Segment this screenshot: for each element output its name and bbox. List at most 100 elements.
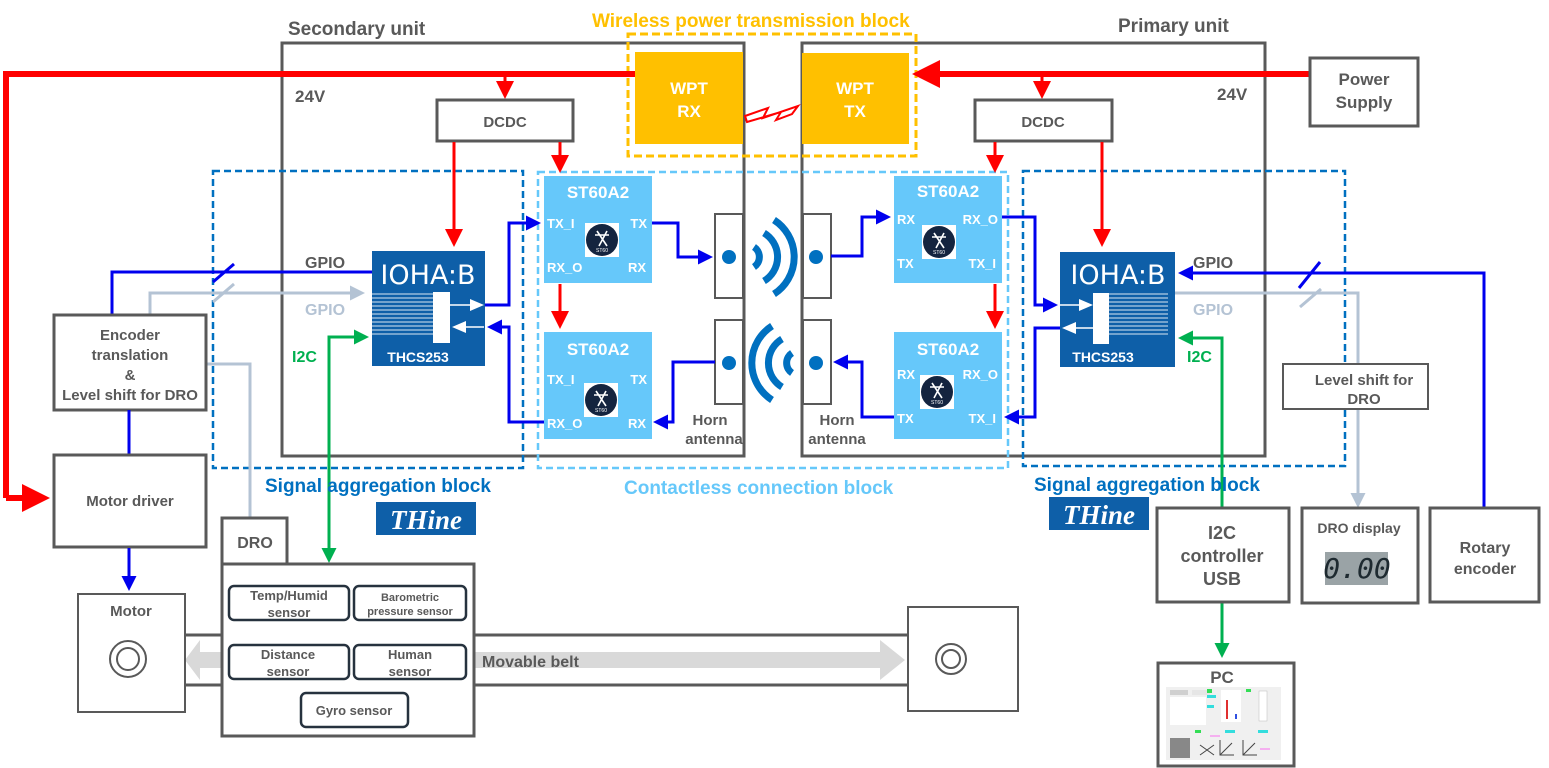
svg-text:Power: Power bbox=[1338, 70, 1389, 89]
svg-text:RX: RX bbox=[628, 260, 646, 275]
svg-text:sensor: sensor bbox=[389, 664, 432, 679]
i2c-label-right: I2C bbox=[1187, 349, 1212, 366]
svg-text:DRO: DRO bbox=[1347, 391, 1381, 408]
signal-ioha-to-st60-left bbox=[485, 215, 541, 307]
roller-left-icon bbox=[109, 640, 147, 678]
bus-slash-icon bbox=[1299, 287, 1322, 309]
gpio-line-left bbox=[110, 270, 372, 314]
barometric-pressure-sensor: Barometric pressure sensor bbox=[352, 584, 468, 622]
svg-text:Movable belt: Movable belt bbox=[482, 654, 580, 671]
svg-text:TX: TX bbox=[630, 372, 647, 387]
svg-text:Gyro sensor: Gyro sensor bbox=[316, 703, 393, 718]
st60-logo-icon bbox=[584, 222, 620, 258]
svg-text:THine: THine bbox=[390, 505, 462, 535]
idler-box bbox=[907, 606, 1019, 712]
motor-driver-box: Motor driver bbox=[52, 453, 208, 549]
dcdc-left-box: DCDC bbox=[435, 98, 575, 143]
distance-sensor: Distance sensor bbox=[227, 643, 351, 681]
svg-text:RX_O: RX_O bbox=[547, 416, 582, 431]
bus-slash-icon bbox=[212, 282, 235, 304]
dro-display-box: DRO display 0.00 bbox=[1300, 506, 1420, 605]
i2c-label-left: I2C bbox=[292, 349, 317, 366]
svg-text:ST60A2: ST60A2 bbox=[917, 340, 979, 359]
horn-antenna-right-bottom bbox=[802, 319, 832, 405]
signal-ioha-to-st60-right bbox=[1004, 326, 1060, 425]
i2c-controller-usb-box: I2C controller USB bbox=[1155, 506, 1291, 604]
gpio-label-left: GPIO bbox=[305, 255, 345, 272]
human-sensor: Human sensor bbox=[352, 643, 468, 681]
svg-text:&: & bbox=[125, 367, 136, 384]
st60-left-top: ST60A2 TX_I TX RX_O RX bbox=[544, 176, 652, 283]
svg-text:Level shift for DRO: Level shift for DRO bbox=[62, 387, 198, 404]
thine-logo-right: THine bbox=[1049, 497, 1149, 530]
svg-text:TX_I: TX_I bbox=[547, 372, 574, 387]
horn-antenna-right-top bbox=[802, 213, 832, 299]
svg-text:THine: THine bbox=[1063, 500, 1135, 530]
st60-left-bottom: ST60A2 TX_I TX RX_O RX bbox=[544, 332, 652, 439]
svg-text:controller: controller bbox=[1180, 546, 1263, 566]
svg-text:TX: TX bbox=[630, 216, 647, 231]
wpt-block-outline bbox=[626, 32, 918, 158]
svg-text:DCDC: DCDC bbox=[483, 114, 526, 131]
secondary-unit-title: Secondary unit bbox=[288, 19, 426, 40]
st60-logo-icon bbox=[919, 374, 955, 410]
svg-text:RX_O: RX_O bbox=[963, 367, 998, 382]
i2c-line-left bbox=[327, 329, 369, 560]
temp-humid-sensor: Temp/Humid sensor bbox=[227, 584, 351, 622]
signal-aggregation-label-right: Signal aggregation block bbox=[1034, 475, 1260, 496]
signal-st60-to-ioha-right bbox=[1002, 215, 1058, 313]
svg-text:IOHA:B: IOHA:B bbox=[380, 260, 475, 291]
st60-right-top: ST60A2 RX RX_O TX TX_I bbox=[894, 176, 1002, 283]
signal-aggregation-block-right bbox=[1021, 169, 1347, 468]
wpt-block-title: Wireless power transmission block bbox=[592, 11, 910, 32]
secondary-unit-enclosure bbox=[280, 41, 746, 458]
horn-antenna-label-left: Horn bbox=[693, 412, 728, 429]
svg-text:Barometric: Barometric bbox=[381, 592, 439, 604]
rotary-encoder-box: Rotary encoder bbox=[1428, 506, 1541, 604]
st60-logo-icon bbox=[921, 224, 957, 260]
ioha-b-right: IOHA:B THCS253 bbox=[1060, 252, 1175, 367]
svg-text:translation: translation bbox=[92, 347, 169, 364]
svg-text:DRO: DRO bbox=[237, 535, 273, 552]
signal-aggregation-block-left bbox=[211, 169, 525, 470]
svg-text:RX: RX bbox=[897, 212, 915, 227]
svg-text:THCS253: THCS253 bbox=[1072, 349, 1134, 365]
horn-antenna-label-right: Horn bbox=[820, 412, 855, 429]
thine-logo-left: THine bbox=[376, 502, 476, 535]
svg-text:RX_O: RX_O bbox=[963, 212, 998, 227]
contactless-connection-block bbox=[536, 170, 1010, 470]
svg-text:ST60A2: ST60A2 bbox=[567, 340, 629, 359]
pc-box: PC bbox=[1156, 661, 1296, 768]
st60-logo-icon bbox=[583, 382, 619, 418]
svg-text:PC: PC bbox=[1210, 668, 1234, 687]
svg-text:Rotary: Rotary bbox=[1460, 540, 1511, 557]
dro-readout: 0.00 bbox=[1323, 552, 1390, 585]
wireless-signal-left-icon bbox=[748, 323, 795, 403]
svg-text:sensor: sensor bbox=[268, 605, 311, 620]
gpio-label-right-light: GPIO bbox=[1193, 302, 1233, 319]
dcdc-right-box: DCDC bbox=[973, 98, 1114, 143]
svg-text:Motor driver: Motor driver bbox=[86, 493, 174, 510]
svg-text:TX: TX bbox=[844, 102, 866, 121]
wpt-tx-box: WPT TX bbox=[802, 53, 909, 144]
svg-text:TX: TX bbox=[897, 411, 914, 426]
svg-text:RX: RX bbox=[677, 102, 701, 121]
contactless-block-label: Contactless connection block bbox=[624, 478, 894, 499]
svg-text:IOHA:B: IOHA:B bbox=[1070, 260, 1165, 291]
level-shift-right-box: Level shift for DRO bbox=[1282, 363, 1429, 410]
wpt-rx-box: WPT RX bbox=[635, 52, 743, 144]
signal-st60-to-ioha-left bbox=[487, 319, 544, 424]
horn-antenna-label-left-2: antenna bbox=[685, 431, 743, 448]
wireless-signal-right-icon bbox=[751, 217, 798, 297]
gpio-label-left-light: GPIO bbox=[305, 302, 345, 319]
signal-st60-right-to-antenna bbox=[833, 354, 894, 419]
gpio-label-right: GPIO bbox=[1193, 255, 1233, 272]
svg-text:TX_I: TX_I bbox=[547, 216, 574, 231]
svg-text:TX_I: TX_I bbox=[969, 411, 996, 426]
horn-antenna-left-bottom bbox=[714, 319, 744, 405]
i2c-line-right bbox=[1178, 330, 1224, 508]
svg-text:encoder: encoder bbox=[1454, 561, 1516, 578]
svg-text:Encoder: Encoder bbox=[100, 327, 160, 344]
svg-text:pressure sensor: pressure sensor bbox=[367, 606, 453, 618]
